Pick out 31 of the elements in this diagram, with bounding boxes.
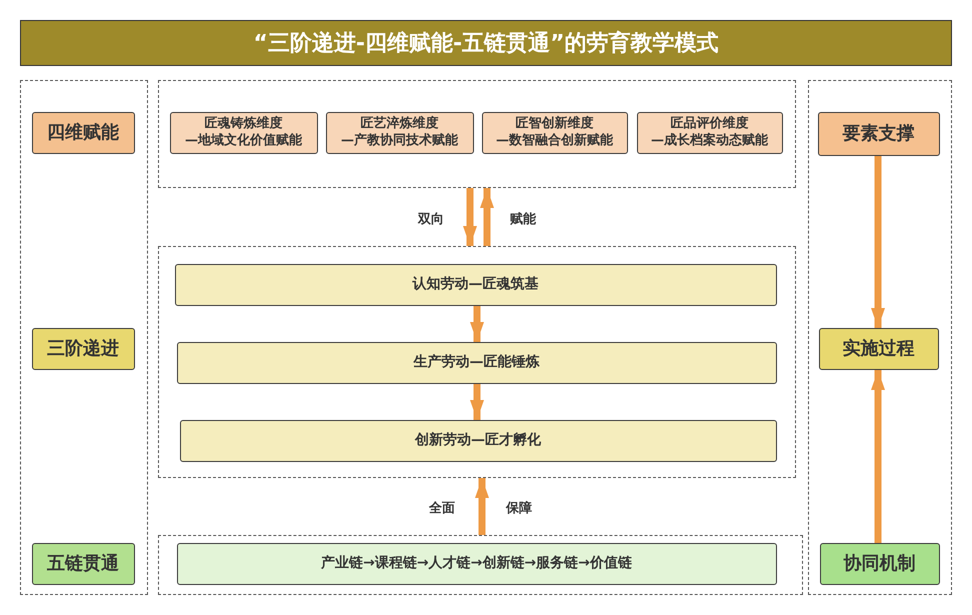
category-box: 要素支撑 — [818, 112, 940, 156]
title-banner: “三阶递进-四维赋能-五链贯通”的劳育教学模式 — [20, 20, 952, 66]
dashed-group-frame — [158, 246, 796, 478]
process-box: 产业链→课程链→人才链→创新链→服务链→价值链 — [176, 542, 776, 584]
dimension-box: 匠智创新维度 —数智融合创新赋能 — [482, 112, 628, 154]
dashed-group-frame — [158, 80, 796, 188]
dimension-box: 匠魂铸炼维度 —地域文化价值赋能 — [170, 112, 318, 154]
category-box: 三阶递进 — [32, 328, 134, 370]
dashed-group-frame — [20, 80, 148, 595]
arrow — [871, 370, 885, 543]
arrow — [470, 384, 484, 420]
edge-label: 双向 — [418, 210, 444, 228]
category-box: 五链贯通 — [32, 542, 134, 584]
dimension-box: 匠艺淬炼维度 —产教协同技术赋能 — [326, 112, 474, 154]
category-box: 四维赋能 — [32, 112, 134, 154]
process-box: 生产劳动—匠能锤炼 — [176, 342, 776, 384]
arrow — [463, 188, 477, 246]
dashed-group-frame — [808, 80, 952, 595]
arrow — [475, 478, 489, 535]
arrow — [480, 188, 494, 246]
process-box: 创新劳动—匠才孵化 — [180, 420, 776, 462]
edge-label: 赋能 — [510, 210, 536, 228]
note-text: 保障 — [506, 499, 532, 517]
dashed-group-frame — [158, 535, 803, 595]
category-box: 实施过程 — [818, 328, 938, 370]
note-text: 全面 — [429, 499, 455, 517]
arrow — [470, 306, 484, 342]
category-box: 协同机制 — [820, 542, 940, 584]
dimension-box: 匠品评价维度 —成长档案动态赋能 — [636, 112, 782, 154]
process-box: 认知劳动—匠魂筑基 — [174, 264, 776, 306]
arrow — [871, 156, 885, 328]
